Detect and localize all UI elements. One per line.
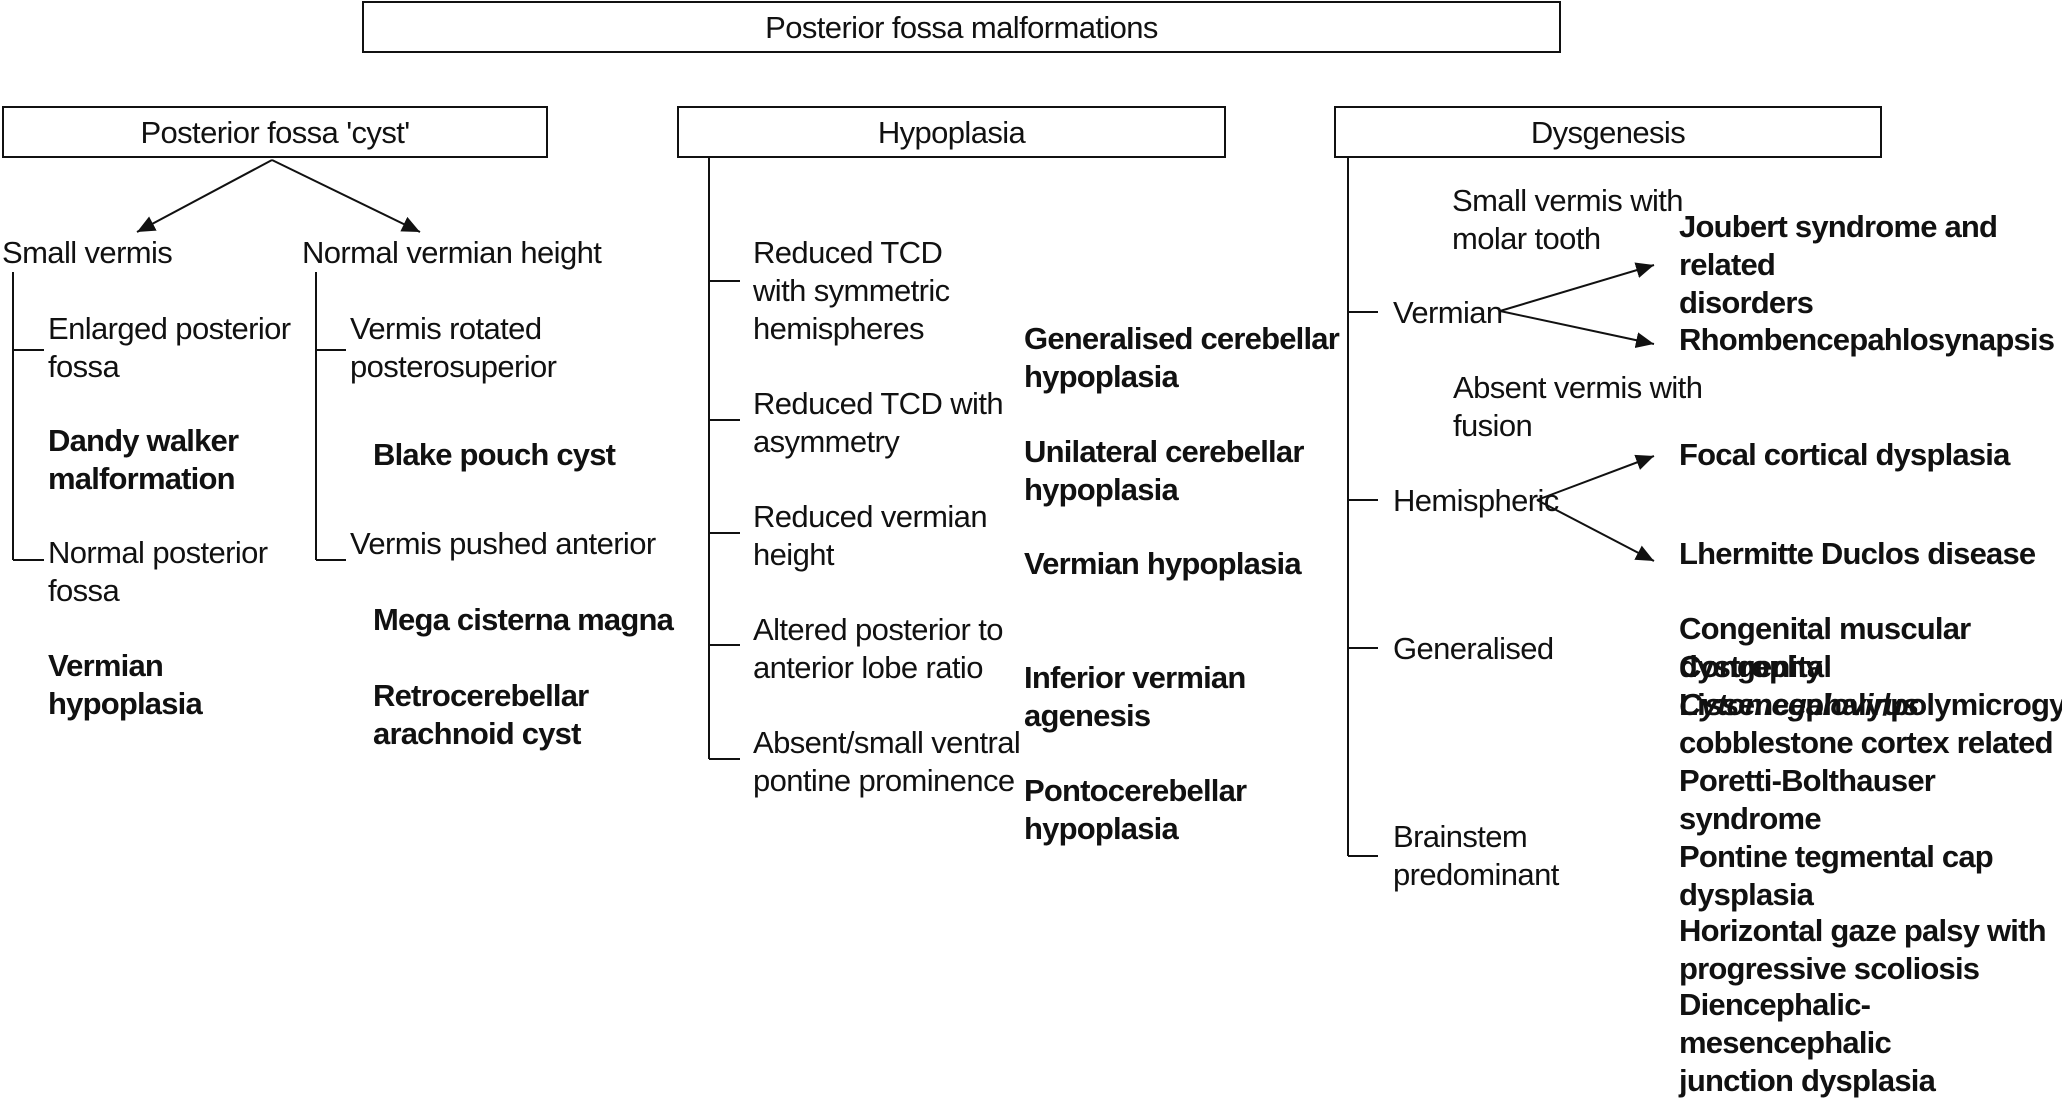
page-title: Posterior fossa malformations <box>765 10 1158 45</box>
arrow-to-normal-vermian-height <box>271 159 421 233</box>
vermis-pushed-anterior: Vermis pushed anterior <box>350 526 656 561</box>
cyst-header: Posterior fossa 'cyst' <box>140 115 410 150</box>
hypoplasia-finding-3: Reduced vermian height <box>753 499 988 572</box>
dysgenesis-header: Dysgenesis <box>1530 115 1686 150</box>
hypoplasia-finding-2: Reduced TCD with asymmetry <box>753 386 1004 459</box>
hypoplasia-dx-1: Generalised cerebellar hypoplasia <box>1024 321 1340 394</box>
cmv-italic: Cytomegalovirus <box>1679 687 1919 722</box>
arrow-to-small-vermis <box>136 159 273 233</box>
brainstem-predominant-label: Brainstem predominant <box>1393 819 1559 892</box>
diencephalic-mesencephalic-dysplasia: Diencephalic-mesencephalic junction dysp… <box>1679 987 1936 1098</box>
generalised-label: Generalised <box>1393 631 1554 666</box>
hypoplasia-dx-4: Inferior vermian agenesis <box>1024 660 1246 733</box>
cyst-header-box: Posterior fossa 'cyst' <box>2 106 548 158</box>
lhermitte-duclos-disease: Lhermitte Duclos disease <box>1679 536 2036 571</box>
horizontal-gaze-palsy: Horizontal gaze palsy with progressive s… <box>1679 913 2047 986</box>
retrocerebellar-arachnoid-cyst: Retrocerebellar arachnoid cyst <box>373 678 589 751</box>
dysgenesis-header-box: Dysgenesis <box>1334 106 1882 158</box>
focal-cortical-dysplasia: Focal cortical dysplasia <box>1679 437 2010 472</box>
small-vermis-label: Small vermis <box>2 235 173 270</box>
hemispheric-label: Hemispheric <box>1393 483 1559 518</box>
connector-lines <box>12 158 1655 857</box>
blake-pouch-cyst: Blake pouch cyst <box>373 437 616 472</box>
vermian-hypoplasia-cyst: Vermian hypoplasia <box>48 648 203 721</box>
vermian-label: Vermian <box>1393 295 1503 330</box>
mega-cisterna-magna: Mega cisterna magna <box>373 602 674 637</box>
vermian-note-fusion: Absent vermis with fusion <box>1453 370 1703 443</box>
hypoplasia-dx-5: Pontocerebellar hypoplasia <box>1024 773 1247 846</box>
dandy-walker-malformation: Dandy walker malformation <box>48 423 239 496</box>
arrow-to-joubert <box>1499 262 1655 312</box>
vermis-rotated-posterosuperior: Vermis rotated posterosuperior <box>350 311 557 384</box>
hypoplasia-finding-4: Altered posterior to anterior lobe ratio <box>753 612 1004 685</box>
poretti-boltshauser-syndrome: Poretti-Bolthauser syndrome <box>1679 763 1936 836</box>
vermian-note-molar-tooth: Small vermis with molar tooth <box>1452 183 1684 256</box>
title-box: Posterior fossa malformations <box>362 1 1561 53</box>
lissencephaly-polymicrogyria: Lissencephaly/polymicrogyria/ cobbleston… <box>1679 687 2062 760</box>
pontine-tegmental-cap-dysplasia: Pontine tegmental cap dysplasia <box>1679 839 1994 912</box>
normal-posterior-fossa: Normal posterior fossa <box>48 535 268 608</box>
cmv-prefix: Congenital <box>1679 649 1832 684</box>
congenital-cytomegalovirus: Congenital Cytomegalovirus <box>1679 648 2062 724</box>
hypoplasia-dx-2: Unilateral cerebellar hypoplasia <box>1024 434 1304 507</box>
normal-vermian-height-label: Normal vermian height <box>302 235 602 270</box>
arrow-to-rhombencephalosynapsis <box>1499 310 1655 349</box>
hypoplasia-finding-5: Absent/small ventral pontine prominence <box>753 725 1021 798</box>
congenital-muscular-dystrophy: Congenital muscular dystrophy <box>1679 611 1971 684</box>
hypoplasia-header: Hypoplasia <box>877 115 1026 150</box>
joubert-syndrome: Joubert syndrome and related disorders <box>1679 209 1998 320</box>
hypoplasia-finding-1: Reduced TCD with symmetric hemispheres <box>753 235 950 346</box>
hypoplasia-dx-3: Vermian hypoplasia <box>1024 546 1302 581</box>
hypoplasia-header-box: Hypoplasia <box>677 106 1226 158</box>
rhombencephalosynapsis: Rhombencepahlosynapsis <box>1679 322 2055 357</box>
enlarged-posterior-fossa: Enlarged posterior fossa <box>48 311 291 384</box>
arrow-to-lhermitte-duclos <box>1536 499 1655 562</box>
arrow-to-focal-cortical-dysplasia <box>1536 454 1655 501</box>
